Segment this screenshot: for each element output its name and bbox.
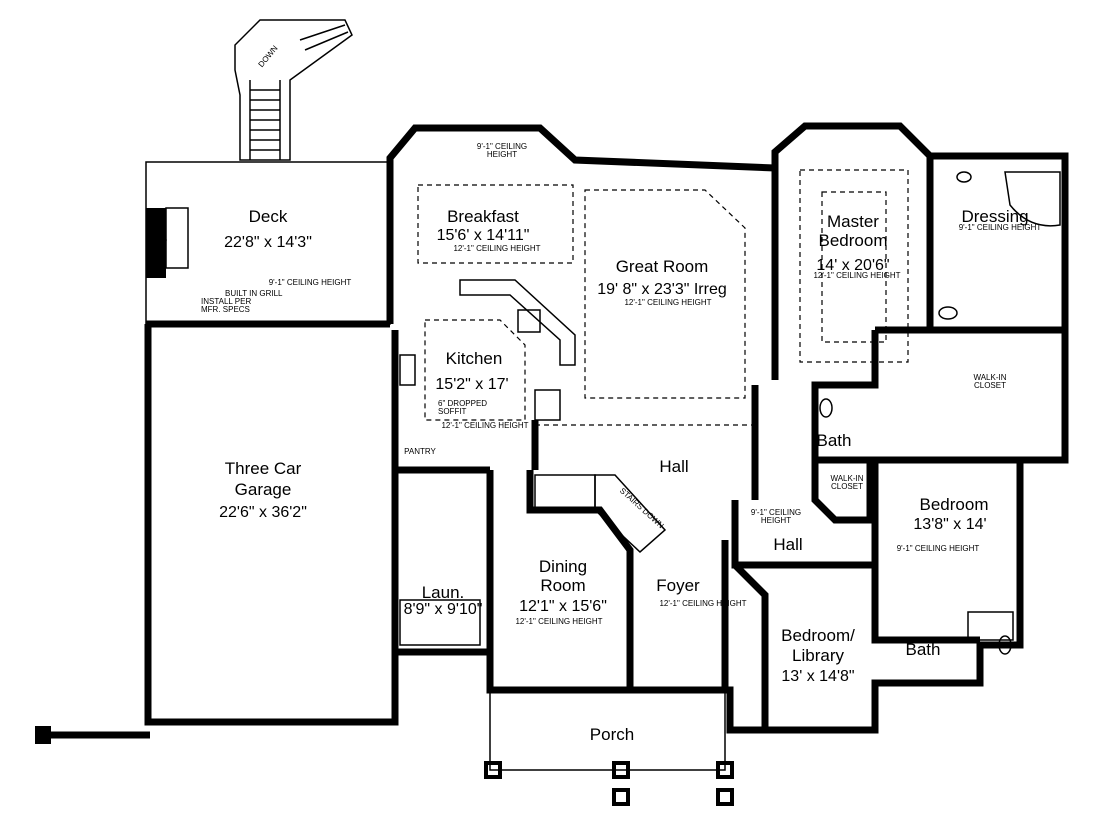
svg-text:15'2" x 17': 15'2" x 17': [435, 376, 508, 393]
room-dressing: Dressing 9'-1" CEILING HEIGHT: [959, 207, 1042, 232]
svg-text:BUILT IN GRILL: BUILT IN GRILL: [225, 289, 283, 298]
stairs-down-label: DOWN: [256, 44, 279, 69]
svg-text:Garage: Garage: [235, 480, 292, 499]
svg-text:WALK-IN: WALK-IN: [973, 373, 1006, 382]
svg-text:12'-1" CEILING HEIGHT: 12'-1" CEILING HEIGHT: [813, 271, 900, 280]
svg-text:Bedroom/: Bedroom/: [781, 626, 855, 645]
svg-text:9'-1" CEILING HEIGHT: 9'-1" CEILING HEIGHT: [269, 278, 352, 287]
porch-outline: [484, 690, 734, 806]
svg-text:SOFFIT: SOFFIT: [438, 407, 467, 416]
bath-upper-label: Bath: [817, 431, 852, 450]
svg-text:14' x 20'6": 14' x 20'6": [816, 257, 889, 274]
room-foyer: Foyer 12'-1" CEILING HEIGHT: [656, 576, 746, 608]
svg-text:8'9" x 9'10": 8'9" x 9'10": [404, 601, 483, 618]
svg-text:Laun.: Laun.: [422, 583, 465, 602]
svg-text:12'-1" CEILING HEIGHT: 12'-1" CEILING HEIGHT: [515, 617, 602, 626]
svg-text:Library: Library: [792, 646, 844, 665]
svg-text:9'-1" CEILING HEIGHT: 9'-1" CEILING HEIGHT: [959, 223, 1042, 232]
room-master-bedroom: Master Bedroom 14' x 20'6" 12'-1" CEILIN…: [813, 212, 900, 280]
deck-stairs: DOWN: [234, 19, 353, 161]
svg-text:WALK-IN: WALK-IN: [830, 474, 863, 483]
svg-text:HEIGHT: HEIGHT: [761, 516, 791, 525]
svg-text:9'-1" CEILING: 9'-1" CEILING: [477, 142, 527, 151]
svg-text:MFR. SPECS: MFR. SPECS: [201, 305, 250, 314]
svg-text:Three Car: Three Car: [225, 459, 302, 478]
svg-text:22'6" x 36'2": 22'6" x 36'2": [219, 504, 307, 521]
svg-text:Hall: Hall: [773, 535, 802, 554]
kitchen-island: [459, 279, 576, 366]
svg-text:Deck: Deck: [249, 207, 288, 226]
svg-text:Bedroom: Bedroom: [920, 495, 989, 514]
svg-text:HEIGHT: HEIGHT: [487, 150, 517, 159]
stairs-label: STAIRS DOWN: [618, 486, 666, 530]
svg-text:Dining: Dining: [539, 557, 587, 576]
room-bedroom: Bedroom 13'8" x 14' 9'-1" CEILING HEIGHT: [897, 495, 989, 553]
svg-text:Breakfast: Breakfast: [447, 207, 519, 226]
svg-text:19' 8" x 23'3" Irreg: 19' 8" x 23'3" Irreg: [597, 281, 727, 298]
svg-text:Dressing: Dressing: [961, 207, 1028, 226]
room-garage: Three Car Garage 22'6" x 36'2": [219, 459, 307, 521]
room-dining: Dining Room 12'1" x 15'6" 12'-1" CEILING…: [515, 557, 606, 626]
svg-text:Master: Master: [827, 212, 879, 231]
svg-text:Kitchen: Kitchen: [446, 349, 503, 368]
room-breakfast: 9'-1" CEILING HEIGHT Breakfast 15'6' x 1…: [437, 142, 541, 253]
svg-text:CLOSET: CLOSET: [974, 381, 1006, 390]
svg-text:6" DROPPED: 6" DROPPED: [438, 399, 487, 408]
room-hall-small: 9'-1" CEILING HEIGHT Hall: [751, 508, 803, 554]
room-laundry: Laun. 8'9" x 9'10": [404, 583, 483, 618]
svg-text:Foyer: Foyer: [656, 576, 700, 595]
room-great-room: Great Room 19' 8" x 23'3" Irreg 12'-1" C…: [597, 257, 727, 307]
room-library: Bedroom/ Library 13' x 14'8": [781, 626, 855, 685]
room-kitchen: Kitchen 15'2" x 17' 6" DROPPED SOFFIT 12…: [435, 349, 528, 430]
porch-label: Porch: [590, 725, 634, 744]
svg-text:INSTALL PER: INSTALL PER: [201, 297, 251, 306]
svg-text:12'-1" CEILING HEIGHT: 12'-1" CEILING HEIGHT: [624, 298, 711, 307]
svg-text:12'-1" CEILING HEIGHT: 12'-1" CEILING HEIGHT: [659, 599, 746, 608]
svg-text:9'-1" CEILING HEIGHT: 9'-1" CEILING HEIGHT: [897, 544, 980, 553]
svg-text:13' x 14'8": 13' x 14'8": [781, 668, 854, 685]
svg-text:12'-1" CEILING HEIGHT: 12'-1" CEILING HEIGHT: [453, 244, 540, 253]
svg-text:12'1" x 15'6": 12'1" x 15'6": [519, 598, 607, 615]
bath-lower-label: Bath: [906, 640, 941, 659]
walls: [35, 122, 1069, 744]
svg-text:12'-1" CEILING HEIGHT: 12'-1" CEILING HEIGHT: [441, 421, 528, 430]
svg-text:13'8" x 14': 13'8" x 14': [913, 516, 986, 533]
svg-text:9'-1" CEILING: 9'-1" CEILING: [751, 508, 801, 517]
pantry-label: PANTRY: [404, 447, 436, 456]
svg-text:22'8" x 14'3": 22'8" x 14'3": [224, 234, 312, 251]
room-deck: Deck 22'8" x 14'3" 9'-1" CEILING HEIGHT …: [201, 207, 351, 314]
svg-text:15'6' x 14'11": 15'6' x 14'11": [437, 227, 530, 244]
svg-text:Great Room: Great Room: [616, 257, 709, 276]
hall-label: Hall: [659, 457, 688, 476]
svg-text:Bedroom: Bedroom: [819, 231, 888, 250]
svg-text:CLOSET: CLOSET: [831, 482, 863, 491]
svg-text:Room: Room: [540, 576, 585, 595]
